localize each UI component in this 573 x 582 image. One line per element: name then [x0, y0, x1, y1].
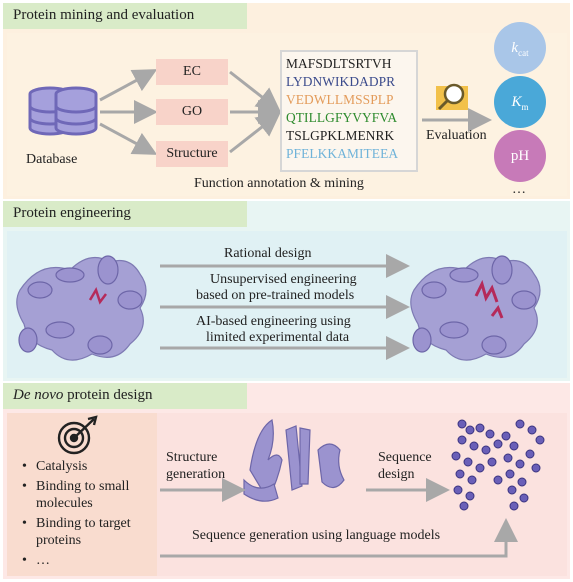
target-icon — [57, 415, 98, 455]
language-models-label: Sequence generation using language model… — [192, 528, 441, 543]
approach-unsupervised-line1: Unsupervised engineering — [210, 272, 357, 287]
approach-rational-design: Rational design — [224, 246, 312, 261]
database-arrows — [99, 69, 158, 155]
annotation-ec: EC — [156, 59, 228, 85]
de-novo-italic: De novo — [13, 387, 64, 403]
database-label: Database — [26, 152, 78, 167]
database-icon — [28, 86, 98, 136]
approach-ai-line2: limited experimental data — [206, 330, 350, 345]
sequence-design-line2: design — [378, 467, 415, 482]
engineering-panel-title: Protein engineering — [3, 201, 247, 227]
metric-kcat: kcat — [494, 22, 546, 74]
mining-caption: Function annotation & mining — [194, 176, 364, 191]
protein-structure-right — [410, 255, 541, 361]
protein-structure-left — [16, 255, 147, 361]
evaluation-label: Evaluation — [426, 128, 487, 143]
design-goals-list: Catalysis Binding to small molecules Bin… — [22, 458, 152, 572]
design-arrows — [160, 478, 518, 558]
approach-unsupervised-line2: based on pre-trained models — [196, 288, 355, 303]
magnifier-icon — [436, 83, 468, 111]
design-panel-title: De novo protein design — [3, 383, 247, 409]
goal-item: Binding to small molecules — [22, 478, 152, 512]
metric-ph: pH — [494, 130, 546, 182]
sequence-beads — [451, 419, 545, 511]
annotation-arrows — [229, 70, 282, 154]
structure-generation-line1: Structure — [166, 450, 218, 465]
sequence-line-4: QTILLGFYVYFVA — [286, 110, 398, 125]
sequence-box: MAFSDLTSRTVH LYDNWIKDADPR VEDWLLMSSPLP Q… — [280, 50, 418, 172]
designed-protein-structure — [243, 419, 345, 502]
design-title-rest: protein design — [63, 387, 153, 403]
sequence-line-2: LYDNWIKDADPR — [286, 74, 396, 89]
annotation-structure: Structure — [156, 141, 228, 167]
approach-ai-line1: AI-based engineering using — [196, 314, 351, 329]
annotation-go: GO — [156, 99, 228, 125]
sequence-line-5: TSLGPKLMENRK — [286, 128, 395, 143]
sequence-design-line1: Sequence — [378, 450, 432, 465]
goal-item: Binding to target proteins — [22, 515, 152, 549]
mining-panel-title: Protein mining and evaluation — [3, 3, 247, 29]
goal-item: Catalysis — [22, 458, 152, 475]
structure-generation-line2: generation — [166, 467, 226, 482]
metrics-ellipsis: … — [512, 182, 526, 197]
sequence-line-3: VEDWLLMSSPLP — [286, 92, 394, 107]
sequence-line-1: MAFSDLTSRTVH — [286, 56, 392, 71]
goal-item: … — [22, 552, 152, 569]
metric-km: Km — [494, 76, 546, 128]
engineering-arrows — [160, 254, 410, 360]
sequence-line-6: PFELKKAMITEEA — [286, 146, 399, 161]
